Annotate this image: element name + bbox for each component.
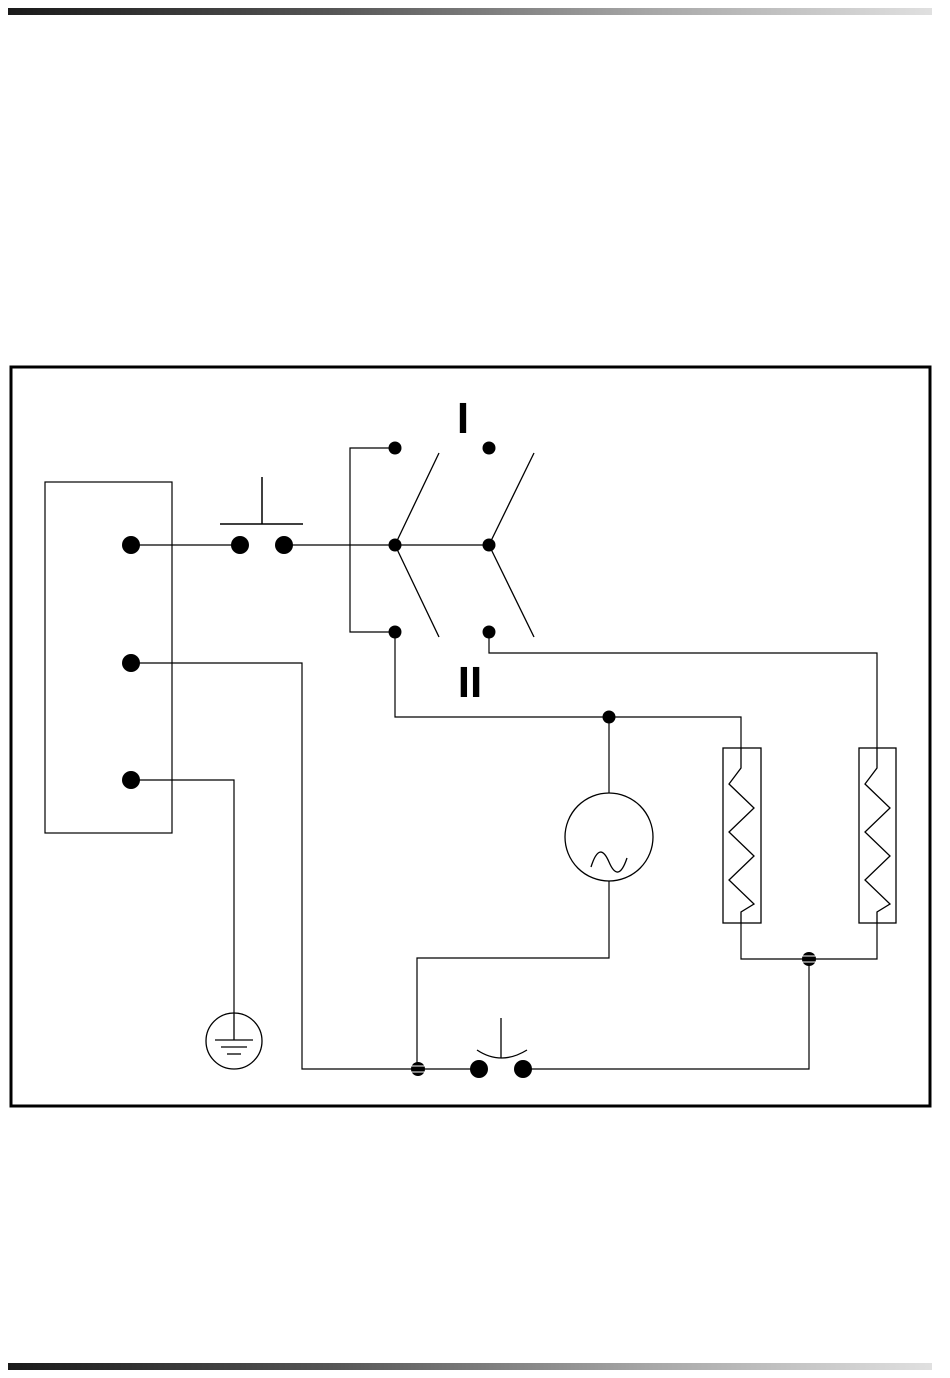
pushbutton-switch [220,477,303,554]
motor [565,793,653,881]
switch-position-II-label: II [458,658,482,707]
selector-switch: I II [389,394,535,707]
diagram-frame [11,367,930,1106]
bottom-rule [8,1363,932,1370]
motor-junction-node [603,711,616,724]
heater-junction-node [802,952,816,966]
thermostat-contact-left [470,1060,488,1078]
switch-contact-I-left [389,442,402,455]
heater-2 [859,748,896,923]
heater-1 [723,748,761,923]
thermostat-contact-right [514,1060,532,1078]
switch-contact-II-right [483,626,496,639]
thermostat-switch [411,1018,532,1078]
ground-icon [206,1013,262,1069]
switch-contact-II-left [389,626,402,639]
switch-position-I-label: I [457,394,469,443]
switch-contact-I-right [483,442,496,455]
